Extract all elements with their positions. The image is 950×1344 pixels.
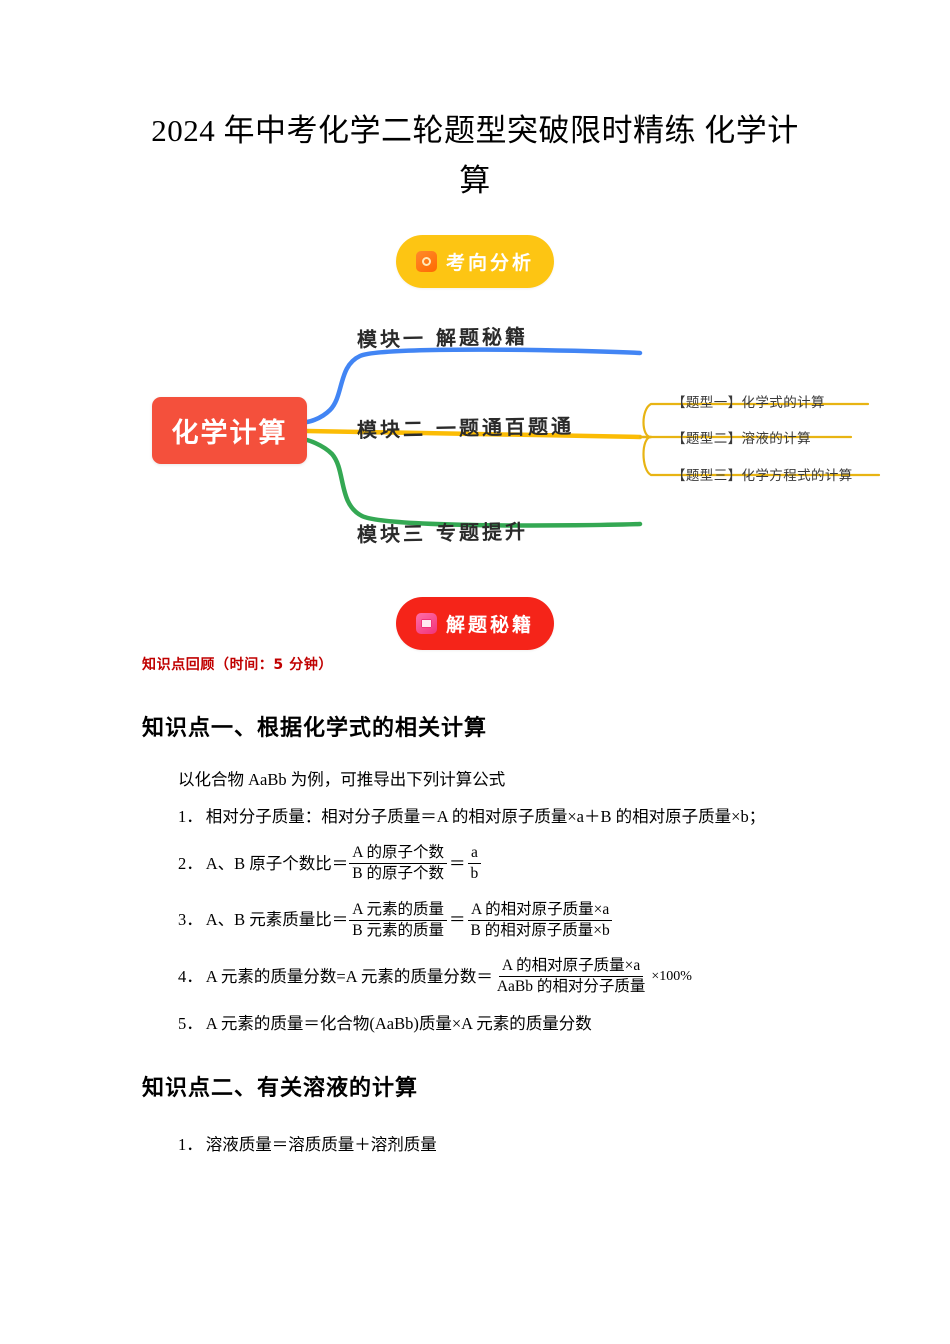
- formula-lead: A、B 原子个数比＝: [205, 853, 349, 873]
- section-2-heading: 知识点二、有关溶液的计算: [142, 1075, 419, 1101]
- fraction-denominator: b: [470, 865, 479, 883]
- section-1-intro: 以化合物 AaBb 为例，可推导出下列计算公式: [178, 770, 506, 790]
- mindmap-branch-3[interactable]: 模块三 专题提升: [356, 519, 529, 548]
- mindmap-center-node[interactable]: 化学计算: [152, 397, 307, 465]
- badge-exam-analysis-label: 考向分析: [445, 252, 534, 275]
- fraction-1: A 的相对原子质量×a AaBb 的相对分子质量: [494, 957, 649, 997]
- fraction-denominator: B 元素的质量: [352, 921, 445, 939]
- fraction-numerator: a: [467, 844, 481, 865]
- formula-number: 5．: [178, 1013, 203, 1033]
- formula-text: A 元素的质量＝化合物(AaBb)质量×A 元素的质量分数: [205, 1013, 592, 1033]
- branch-line-green: [304, 438, 643, 529]
- mindmap-connectors: [304, 347, 881, 529]
- fraction-denominator: B 的原子个数: [352, 865, 445, 883]
- page-title: 2024 年中考化学二轮题型突破限时精练 化学计算: [151, 113, 799, 199]
- target-icon: [415, 251, 437, 273]
- formula-item: 5． A 元素的质量＝化合物(AaBb)质量×A 元素的质量分数: [178, 1014, 950, 1034]
- fraction-1: A 元素的质量 B 元素的质量: [349, 901, 448, 941]
- formula-item: 1． 相对分子质量：相对分子质量＝A 的相对原子质量×a＋B 的相对原子质量×b…: [178, 807, 950, 827]
- fraction-numerator: A 的相对原子质量×a: [498, 957, 644, 978]
- mindmap-center-label: 化学计算: [171, 418, 288, 450]
- review-note: 知识点回顾（时间：5 分钟）: [142, 657, 334, 674]
- fraction-numerator: A 的相对原子质量×a: [467, 901, 613, 921]
- leaf-connector-1: [642, 403, 870, 439]
- equals-sign: ＝: [449, 853, 466, 873]
- formula-number: 1．: [178, 1134, 203, 1154]
- formula-tail: ×100%: [651, 968, 692, 984]
- fraction-denominator: AaBb 的相对分子质量: [496, 978, 646, 996]
- formula-item: 2． A、B 原子个数比＝ A 的原子个数 B 的原子个数 ＝ a b: [178, 844, 950, 884]
- fraction-2: A 的相对原子质量×a B 的相对原子质量×b: [467, 901, 613, 941]
- formula-item: 4． A 元素的质量分数=A 元素的质量分数＝ A 的相对原子质量×a AaBb…: [178, 957, 950, 997]
- formula-text: 溶液质量＝溶质质量＋溶剂质量: [205, 1134, 437, 1154]
- formula-number: 2．: [178, 853, 203, 873]
- branch-line-blue: [304, 347, 643, 425]
- mindmap-leaf-2[interactable]: 【题型二】溶液的计算: [672, 431, 811, 448]
- fraction-numerator: A 元素的质量: [349, 901, 448, 921]
- formula-lead: A 元素的质量分数=A 元素的质量分数＝: [205, 967, 493, 987]
- formula-text: 相对分子质量：相对分子质量＝A 的相对原子质量×a＋B 的相对原子质量×b；: [205, 807, 766, 827]
- fraction-numerator: A 的原子个数: [349, 844, 448, 865]
- badge-exam-analysis[interactable]: 考向分析: [396, 235, 554, 289]
- book-icon: [415, 613, 437, 635]
- formula-number: 1．: [178, 807, 203, 827]
- mindmap-leaf-1[interactable]: 【题型一】化学式的计算: [672, 395, 825, 412]
- formula-number: 4．: [178, 967, 203, 987]
- section-1-heading: 知识点一、根据化学式的相关计算: [142, 716, 488, 742]
- mindmap-branch-1[interactable]: 模块一 解题秘籍: [356, 324, 529, 353]
- fraction-2: a b: [467, 844, 482, 884]
- formula-number: 3．: [178, 910, 203, 930]
- mindmap-leaf-3[interactable]: 【题型三】化学方程式的计算: [672, 468, 853, 485]
- section-1-body: 以化合物 AaBb 为例，可推导出下列计算公式 1． 相对分子质量：相对分子质量…: [0, 742, 950, 1033]
- fraction-1: A 的原子个数 B 的原子个数: [349, 844, 448, 884]
- formula-item: 3． A、B 元素质量比＝ A 元素的质量 B 元素的质量 ＝ A 的相对原子质…: [178, 901, 950, 941]
- mindmap-figure: 考向分析 化学计算 模块一 解题秘籍 模块二 一题通百题通 模块三 专题提升 【…: [0, 224, 950, 654]
- mindmap-branch-2[interactable]: 模块二 一题通百题通: [356, 414, 575, 443]
- section-2-body: 1． 溶液质量＝溶质质量＋溶剂质量: [0, 1135, 950, 1155]
- badge-problem-solving[interactable]: 解题秘籍: [396, 597, 554, 651]
- equals-sign: ＝: [449, 910, 466, 930]
- badge-problem-solving-label: 解题秘籍: [445, 614, 534, 637]
- formula-item: 1． 溶液质量＝溶质质量＋溶剂质量: [178, 1135, 950, 1155]
- fraction-denominator: B 的相对原子质量×b: [470, 921, 610, 939]
- formula-lead: A、B 元素质量比＝: [205, 910, 349, 930]
- leaf-connector-3: [642, 436, 881, 477]
- branch-line-yellow: [304, 429, 643, 440]
